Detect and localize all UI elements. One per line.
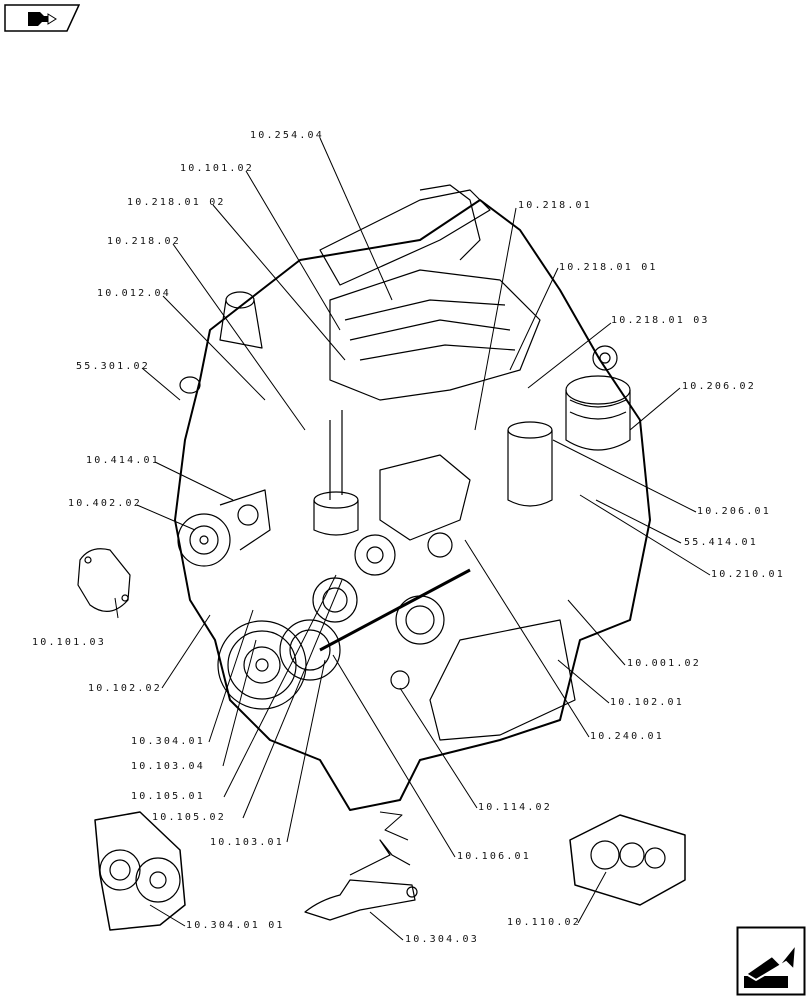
callout-10.218.01-01[interactable]: 10.218.01 01 (559, 262, 658, 273)
callout-10.402.02[interactable]: 10.402.02 (68, 498, 142, 509)
callout-10.114.02[interactable]: 10.114.02 (478, 802, 552, 813)
callout-10.012.04[interactable]: 10.012.04 (97, 288, 171, 299)
callout-10.304.01-01[interactable]: 10.304.01 01 (186, 920, 285, 931)
callout-10.304.01[interactable]: 10.304.01 (131, 736, 205, 747)
book-arrow-icon[interactable] (4, 4, 81, 32)
callout-10.414.01[interactable]: 10.414.01 (86, 455, 160, 466)
callout-10.218.01-03[interactable]: 10.218.01 03 (611, 315, 710, 326)
callout-10.103.04[interactable]: 10.103.04 (131, 761, 205, 772)
callout-10.110.02[interactable]: 10.110.02 (507, 917, 581, 928)
callout-10.210.01[interactable]: 10.210.01 (711, 569, 785, 580)
callout-55.301.02[interactable]: 55.301.02 (76, 361, 150, 372)
callout-10.206.01[interactable]: 10.206.01 (697, 506, 771, 517)
callout-10.206.02[interactable]: 10.206.02 (682, 381, 756, 392)
callout-10.304.03[interactable]: 10.304.03 (405, 934, 479, 945)
callout-10.102.01[interactable]: 10.102.01 (610, 697, 684, 708)
next-page-arrow-icon[interactable] (736, 926, 806, 996)
callout-10.254.04[interactable]: 10.254.04 (250, 130, 324, 141)
callout-10.102.02[interactable]: 10.102.02 (88, 683, 162, 694)
callout-10.106.01[interactable]: 10.106.01 (457, 851, 531, 862)
callout-10.240.01[interactable]: 10.240.01 (590, 731, 664, 742)
callout-10.001.02[interactable]: 10.001.02 (627, 658, 701, 669)
callout-10.218.01[interactable]: 10.218.01 (518, 200, 592, 211)
callout-10.105.02[interactable]: 10.105.02 (152, 812, 226, 823)
callout-10.101.03[interactable]: 10.101.03 (32, 637, 106, 648)
callout-55.414.01[interactable]: 55.414.01 (684, 537, 758, 548)
callout-10.218.02[interactable]: 10.218.02 (107, 236, 181, 247)
callout-10.101.02[interactable]: 10.101.02 (180, 163, 254, 174)
callout-10.103.01[interactable]: 10.103.01 (210, 837, 284, 848)
callout-10.105.01[interactable]: 10.105.01 (131, 791, 205, 802)
callout-10.218.01-02[interactable]: 10.218.01 02 (127, 197, 226, 208)
